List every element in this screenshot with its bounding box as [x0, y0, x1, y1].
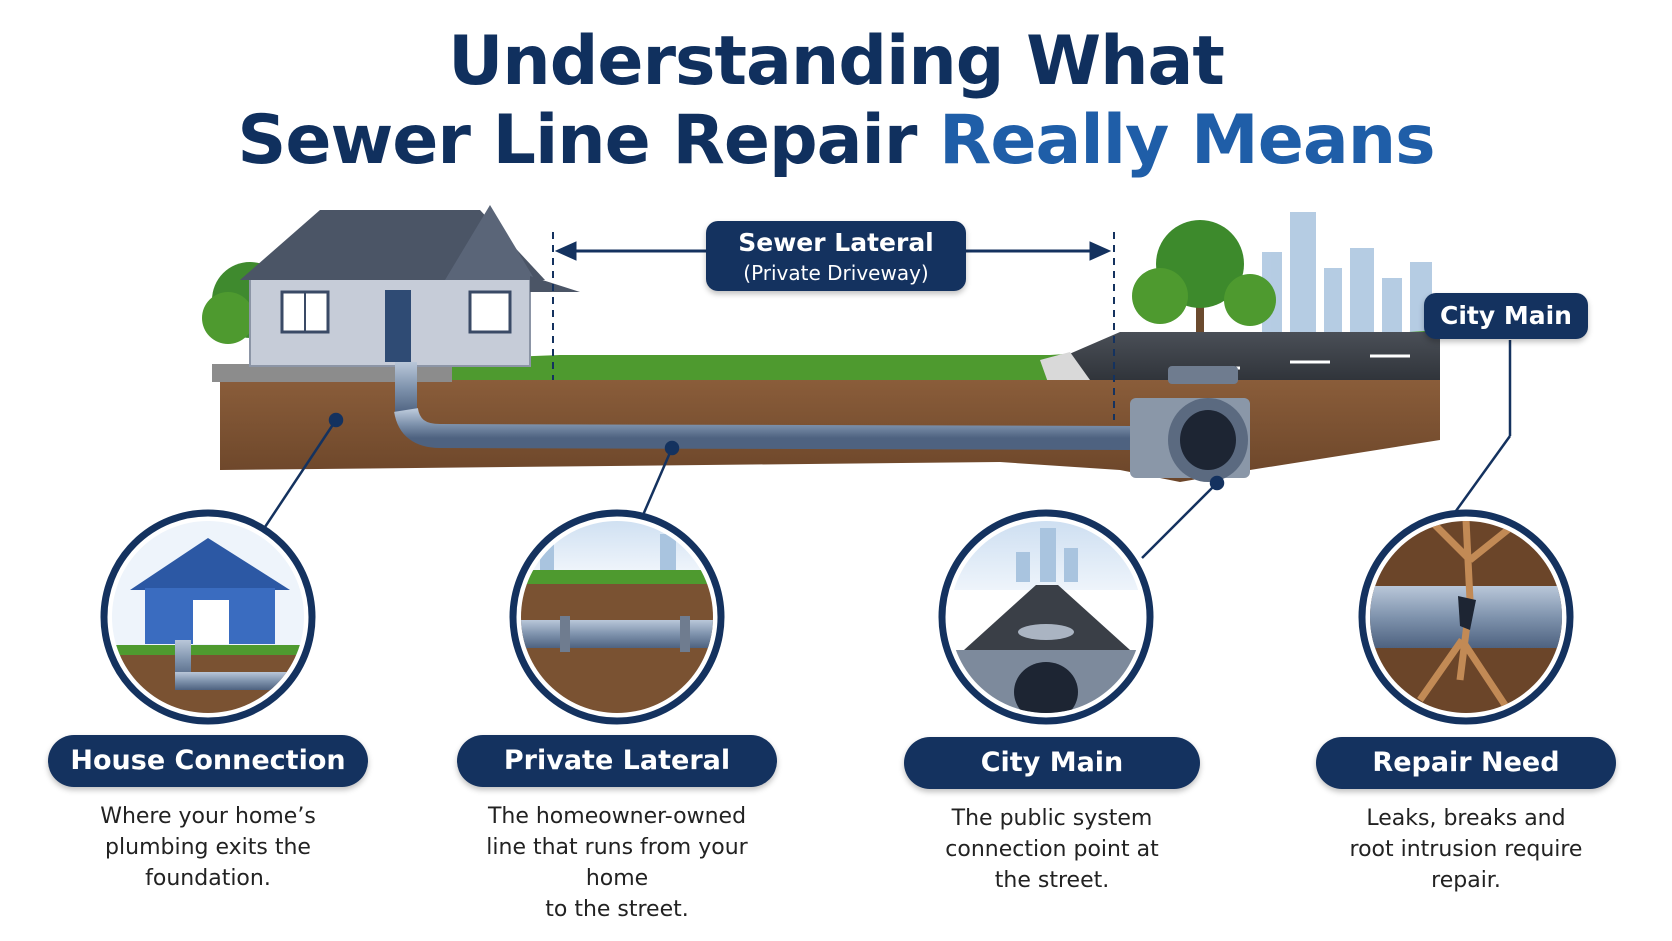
- desc-line: connection point at: [945, 837, 1159, 862]
- house-connection-description: Where your home’s plumbing exits the fou…: [43, 801, 373, 894]
- desc-line: The homeowner-owned: [487, 804, 747, 829]
- desc-line: the street.: [994, 868, 1110, 893]
- city-main-callout-label: City Main: [1424, 293, 1588, 339]
- desc-line: Leaks, breaks and: [1366, 806, 1566, 831]
- street: [1060, 332, 1440, 386]
- house-connection-image: [100, 509, 316, 725]
- city-main-description: The public system connection point at th…: [887, 803, 1217, 896]
- lateral-pipe: [394, 362, 1250, 482]
- title-accent: Really Means: [939, 101, 1436, 180]
- private-lateral-label: Private Lateral: [457, 735, 777, 787]
- desc-line: plumbing exits the: [105, 835, 311, 860]
- repair-need-label: Repair Need: [1316, 737, 1616, 789]
- sewer-lateral-label: Sewer Lateral (Private Driveway): [706, 221, 966, 291]
- desc-line: line that runs from your home: [486, 835, 748, 891]
- title-line-1: Understanding What: [448, 22, 1225, 101]
- title-main: Sewer Line Repair: [237, 101, 940, 180]
- sewer-lateral-title: Sewer Lateral: [738, 228, 934, 257]
- repair-need-description: Leaks, breaks and root intrusion require…: [1301, 803, 1631, 896]
- desc-line: Where your home’s: [100, 804, 316, 829]
- panel-repair-need: Repair Need Leaks, breaks and root intru…: [1301, 737, 1631, 896]
- desc-line: The public system: [951, 806, 1153, 831]
- city-skyline: [1262, 212, 1432, 332]
- desc-line: foundation.: [145, 866, 271, 891]
- private-lateral-description: The homeowner-owned line that runs from …: [452, 801, 782, 925]
- house-illustration: [212, 205, 580, 382]
- panel-city-main: City Main The public system connection p…: [887, 737, 1217, 896]
- sewer-lateral-subtitle: (Private Driveway): [743, 261, 929, 285]
- lateral-span-marker: [552, 232, 1115, 420]
- panel-house-connection: House Connection Where your home’s plumb…: [43, 735, 373, 894]
- callout-lines: [263, 340, 1512, 559]
- city-main-image: [938, 509, 1154, 725]
- desc-line: root intrusion require: [1349, 837, 1583, 862]
- desc-line: repair.: [1431, 868, 1501, 893]
- city-main-label: City Main: [904, 737, 1200, 789]
- title-line-2: Sewer Line Repair Really Means: [0, 103, 1672, 179]
- house-connection-label: House Connection: [48, 735, 368, 787]
- private-lateral-image: [509, 509, 725, 725]
- repair-need-image: [1358, 509, 1574, 725]
- desc-line: to the street.: [545, 897, 689, 922]
- panel-private-lateral: Private Lateral The homeowner-owned line…: [452, 735, 782, 925]
